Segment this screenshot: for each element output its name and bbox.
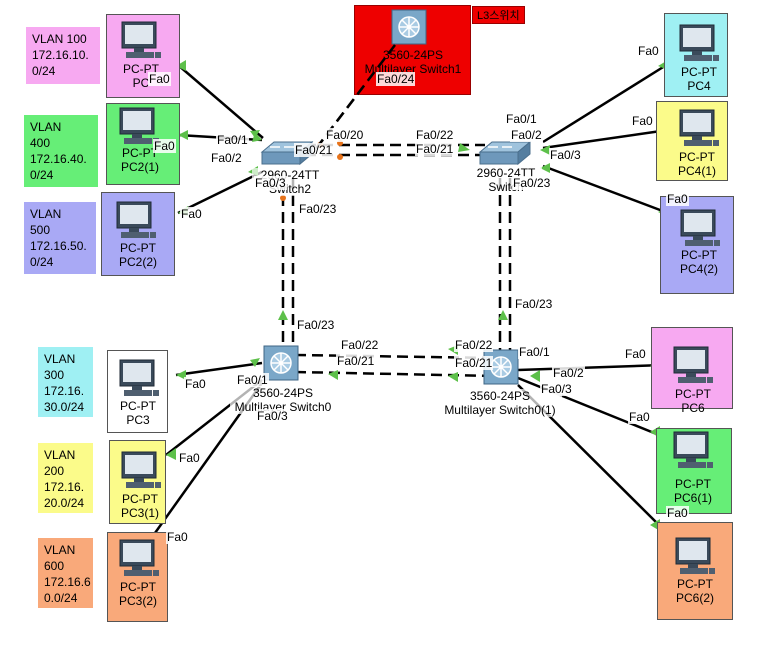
port-label: Fa0 xyxy=(153,139,176,153)
link-pc4-2 xyxy=(542,164,669,215)
pc4-icon xyxy=(679,24,720,62)
port-label: Fa0 xyxy=(666,506,689,520)
multilayer-switch01-label: 3560-24PS Multilayer Switch0(1) xyxy=(438,389,562,417)
link-pc6 xyxy=(517,363,665,372)
port-label: Fa0/22 xyxy=(340,338,380,352)
port-label: Fa0 xyxy=(184,377,207,391)
link-pc4 xyxy=(542,62,669,144)
vlan500-note: VLAN 500 172.16.50. 0/24 xyxy=(24,202,96,274)
port-label: Fa0/1 xyxy=(236,373,269,387)
port-label: Fa0/2 xyxy=(210,151,243,165)
port-label: Fa0 xyxy=(628,410,651,424)
link-pc3 xyxy=(175,361,263,377)
pc4-1-icon xyxy=(679,109,720,147)
vlan300-note: VLAN 300 172.16. 30.0/24 xyxy=(38,347,93,417)
port-label: Fa0/1 xyxy=(216,133,249,147)
pc4-label: PC-PT PC4 xyxy=(681,65,717,93)
port-label: Fa0/23 xyxy=(514,297,554,311)
port-label: Fa0 xyxy=(178,451,201,465)
link-pc-top xyxy=(177,64,264,139)
pc3-2-icon xyxy=(119,539,160,577)
pc2-2-icon xyxy=(116,201,157,239)
pc3-2-label: PC-PT PC3(2) xyxy=(118,580,157,608)
port-label: Fa0/3 xyxy=(549,148,582,162)
port-label: Fa0/2 xyxy=(510,128,543,142)
port-label: Fa0/23 xyxy=(512,176,552,190)
vlan200-note: VLAN 200 172.16. 20.0/24 xyxy=(38,443,93,513)
port-label: Fa0 xyxy=(624,347,647,361)
port-label: Fa0/22 xyxy=(454,338,494,352)
pc2-2-label: PC-PT PC2(2) xyxy=(118,241,157,269)
port-label: Fa0 xyxy=(148,72,171,86)
l3-switch-tag: L3스위치 xyxy=(472,6,525,24)
pc-top-icon xyxy=(121,21,162,59)
port-label: Fa0 xyxy=(166,530,189,544)
link-pc2-2 xyxy=(177,170,263,215)
port-label: Fa0/21 xyxy=(415,142,455,156)
port-label: Fa0/23 xyxy=(298,202,338,216)
port-label: Fa0 xyxy=(631,114,654,128)
pc3-label: PC-PT PC3 xyxy=(120,399,156,427)
link-pc4-1 xyxy=(542,128,669,150)
port-label: Fa0/20 xyxy=(325,128,365,142)
port-label: Fa0/22 xyxy=(415,128,455,142)
pc4-1-label: PC-PT PC4(1) xyxy=(677,150,716,178)
pc3-1-icon xyxy=(121,451,162,489)
pc6-1-label: PC-PT PC6(1) xyxy=(673,477,712,505)
port-label: Fa0/1 xyxy=(518,345,551,359)
pc6-1-icon xyxy=(673,431,714,469)
pc3-1-label: PC-PT PC3(1) xyxy=(120,492,159,520)
pc3-icon xyxy=(119,359,160,397)
pc6-2-icon xyxy=(675,537,716,575)
port-label: Fa0/3 xyxy=(256,409,289,423)
port-label: Fa0/24 xyxy=(376,72,416,86)
port-label: Fa0/1 xyxy=(505,112,538,126)
port-label: Fa0 xyxy=(666,192,689,206)
port-label: Fa0 xyxy=(637,44,660,58)
port-label: Fa0/2 xyxy=(552,366,585,380)
port-label: Fa0/3 xyxy=(540,382,573,396)
pc2-1-label: PC-PT PC2(1) xyxy=(120,146,159,174)
port-label: Fa0/21 xyxy=(336,354,376,368)
pc6-label: PC-PT PC6 xyxy=(675,387,711,415)
vlan100-note: VLAN 100 172.16.10. 0/24 xyxy=(26,27,100,84)
port-label: Fa0 xyxy=(180,207,203,221)
port-label: Fa0/3 xyxy=(254,176,287,190)
pc6-icon xyxy=(673,346,714,384)
vlan600-note: VLAN 600 172.16.6 0.0/24 xyxy=(38,538,93,608)
vlan400-note: VLAN 400 172.16.40. 0/24 xyxy=(24,115,98,187)
port-label: Fa0/21 xyxy=(454,356,494,370)
port-label: Fa0/23 xyxy=(296,318,336,332)
pc4-2-icon xyxy=(680,209,721,247)
port-label: Fa0/21 xyxy=(294,143,334,157)
pc6-2-label: PC-PT PC6(2) xyxy=(675,577,714,605)
pc4-2-label: PC-PT PC4(2) xyxy=(679,248,718,276)
